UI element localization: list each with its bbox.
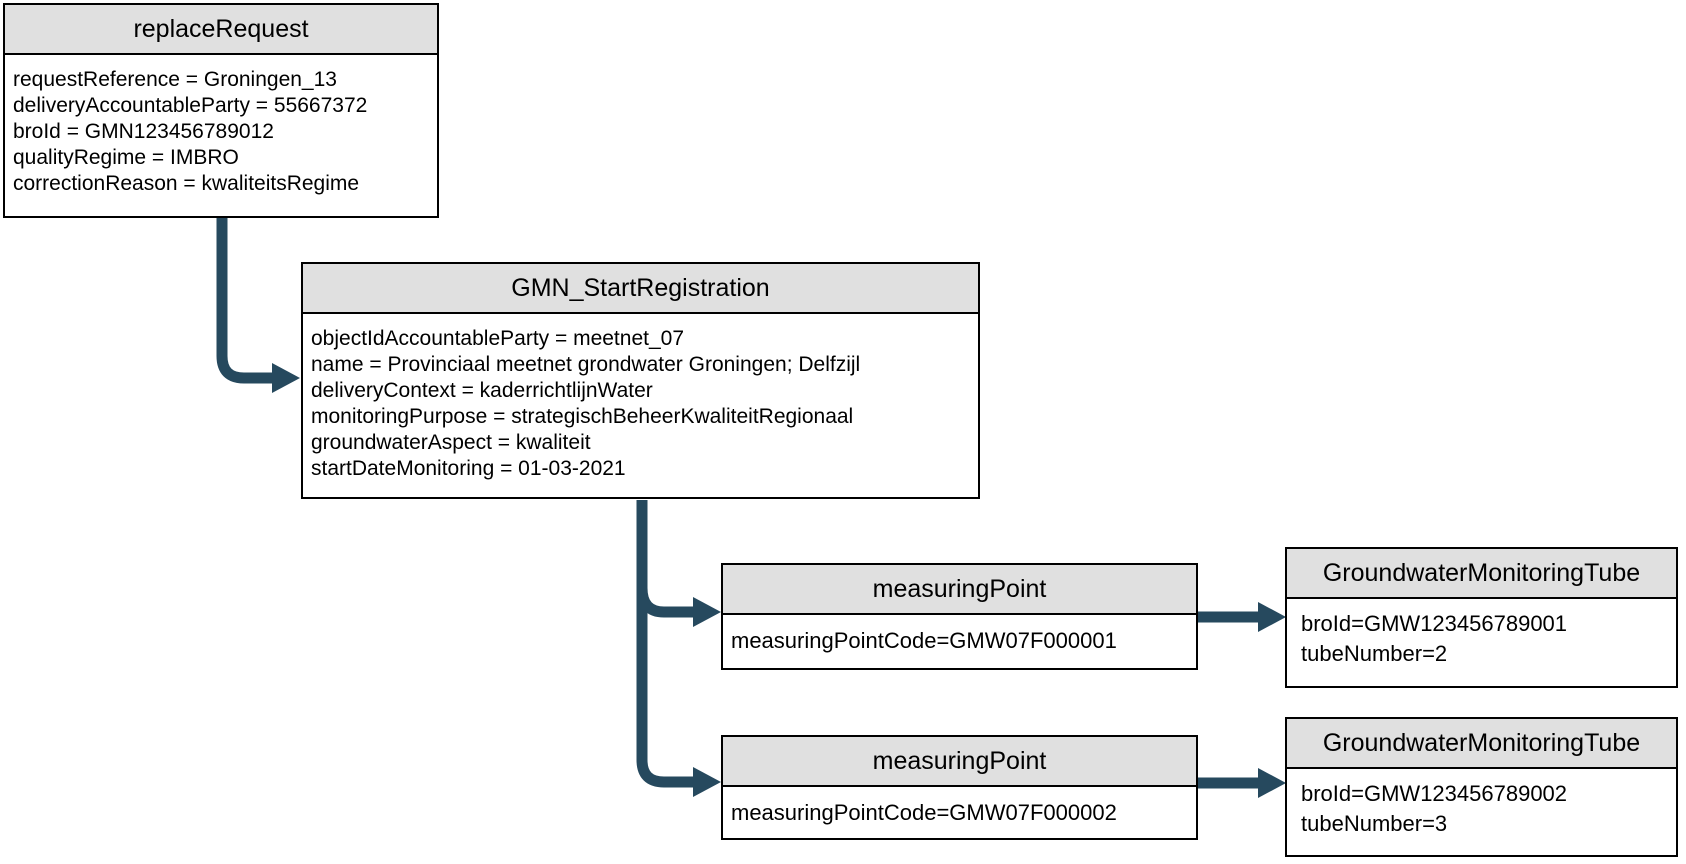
attribute-line: measuringPointCode=GMW07F000001 (731, 628, 1117, 653)
attribute-line: broId=GMW123456789002 (1301, 781, 1568, 806)
attribute-line: name = Provinciaal meetnet grondwater Gr… (311, 353, 861, 376)
attribute-line: deliveryContext = kaderrichtlijnWater (311, 379, 653, 402)
attribute-line: groundwaterAspect = kwaliteit (311, 431, 591, 454)
node-gmn-start-registration-title: GMN_StartRegistration (303, 264, 978, 314)
connector-replace-to-gmn (216, 218, 300, 393)
attribute-line: tubeNumber=2 (1301, 641, 1448, 666)
connector-measuring-point-1-to-tube-1 (1198, 602, 1286, 632)
node-replace-request-body: requestReference = Groningen_13 delivery… (5, 55, 437, 197)
node-groundwater-monitoring-tube-1: GroundwaterMonitoringTube broId=GMW12345… (1285, 547, 1678, 688)
node-measuring-point-1-title: measuringPoint (723, 565, 1196, 615)
node-measuring-point-1: measuringPoint measuringPointCode=GMW07F… (721, 563, 1198, 670)
attribute-line: broId = GMN123456789012 (13, 120, 274, 143)
node-measuring-point-1-body: measuringPointCode=GMW07F000001 (723, 615, 1196, 654)
connector-gmn-to-measuring-point-1 (636, 587, 721, 627)
node-gmn-start-registration: GMN_StartRegistration objectIdAccountabl… (301, 262, 980, 499)
attribute-line: tubeNumber=3 (1301, 811, 1448, 836)
node-replace-request: replaceRequest requestReference = Gronin… (3, 3, 439, 218)
node-measuring-point-2: measuringPoint measuringPointCode=GMW07F… (721, 735, 1198, 840)
attribute-line: broId=GMW123456789001 (1301, 611, 1568, 636)
attribute-line: requestReference = Groningen_13 (13, 68, 337, 91)
node-groundwater-monitoring-tube-2-title: GroundwaterMonitoringTube (1287, 719, 1676, 769)
attribute-line: startDateMonitoring = 01-03-2021 (311, 457, 626, 480)
attribute-line: correctionReason = kwaliteitsRegime (13, 172, 360, 195)
node-groundwater-monitoring-tube-1-body: broId=GMW123456789001 tubeNumber=2 (1287, 599, 1676, 669)
connector-measuring-point-2-to-tube-2 (1198, 768, 1286, 798)
node-replace-request-title: replaceRequest (5, 5, 437, 55)
attribute-line: monitoringPurpose = strategischBeheerKwa… (311, 405, 854, 428)
attribute-line: objectIdAccountableParty = meetnet_07 (311, 327, 684, 350)
node-measuring-point-2-body: measuringPointCode=GMW07F000002 (723, 787, 1196, 826)
node-groundwater-monitoring-tube-1-title: GroundwaterMonitoringTube (1287, 549, 1676, 599)
attribute-line: measuringPointCode=GMW07F000002 (731, 800, 1117, 825)
connector-gmn-to-measuring-point-2 (636, 500, 721, 797)
node-measuring-point-2-title: measuringPoint (723, 737, 1196, 787)
attribute-line: qualityRegime = IMBRO (13, 146, 239, 169)
node-groundwater-monitoring-tube-2-body: broId=GMW123456789002 tubeNumber=3 (1287, 769, 1676, 839)
attribute-line: deliveryAccountableParty = 55667372 (13, 94, 368, 117)
node-groundwater-monitoring-tube-2: GroundwaterMonitoringTube broId=GMW12345… (1285, 717, 1678, 857)
node-gmn-start-registration-body: objectIdAccountableParty = meetnet_07 na… (303, 314, 978, 482)
